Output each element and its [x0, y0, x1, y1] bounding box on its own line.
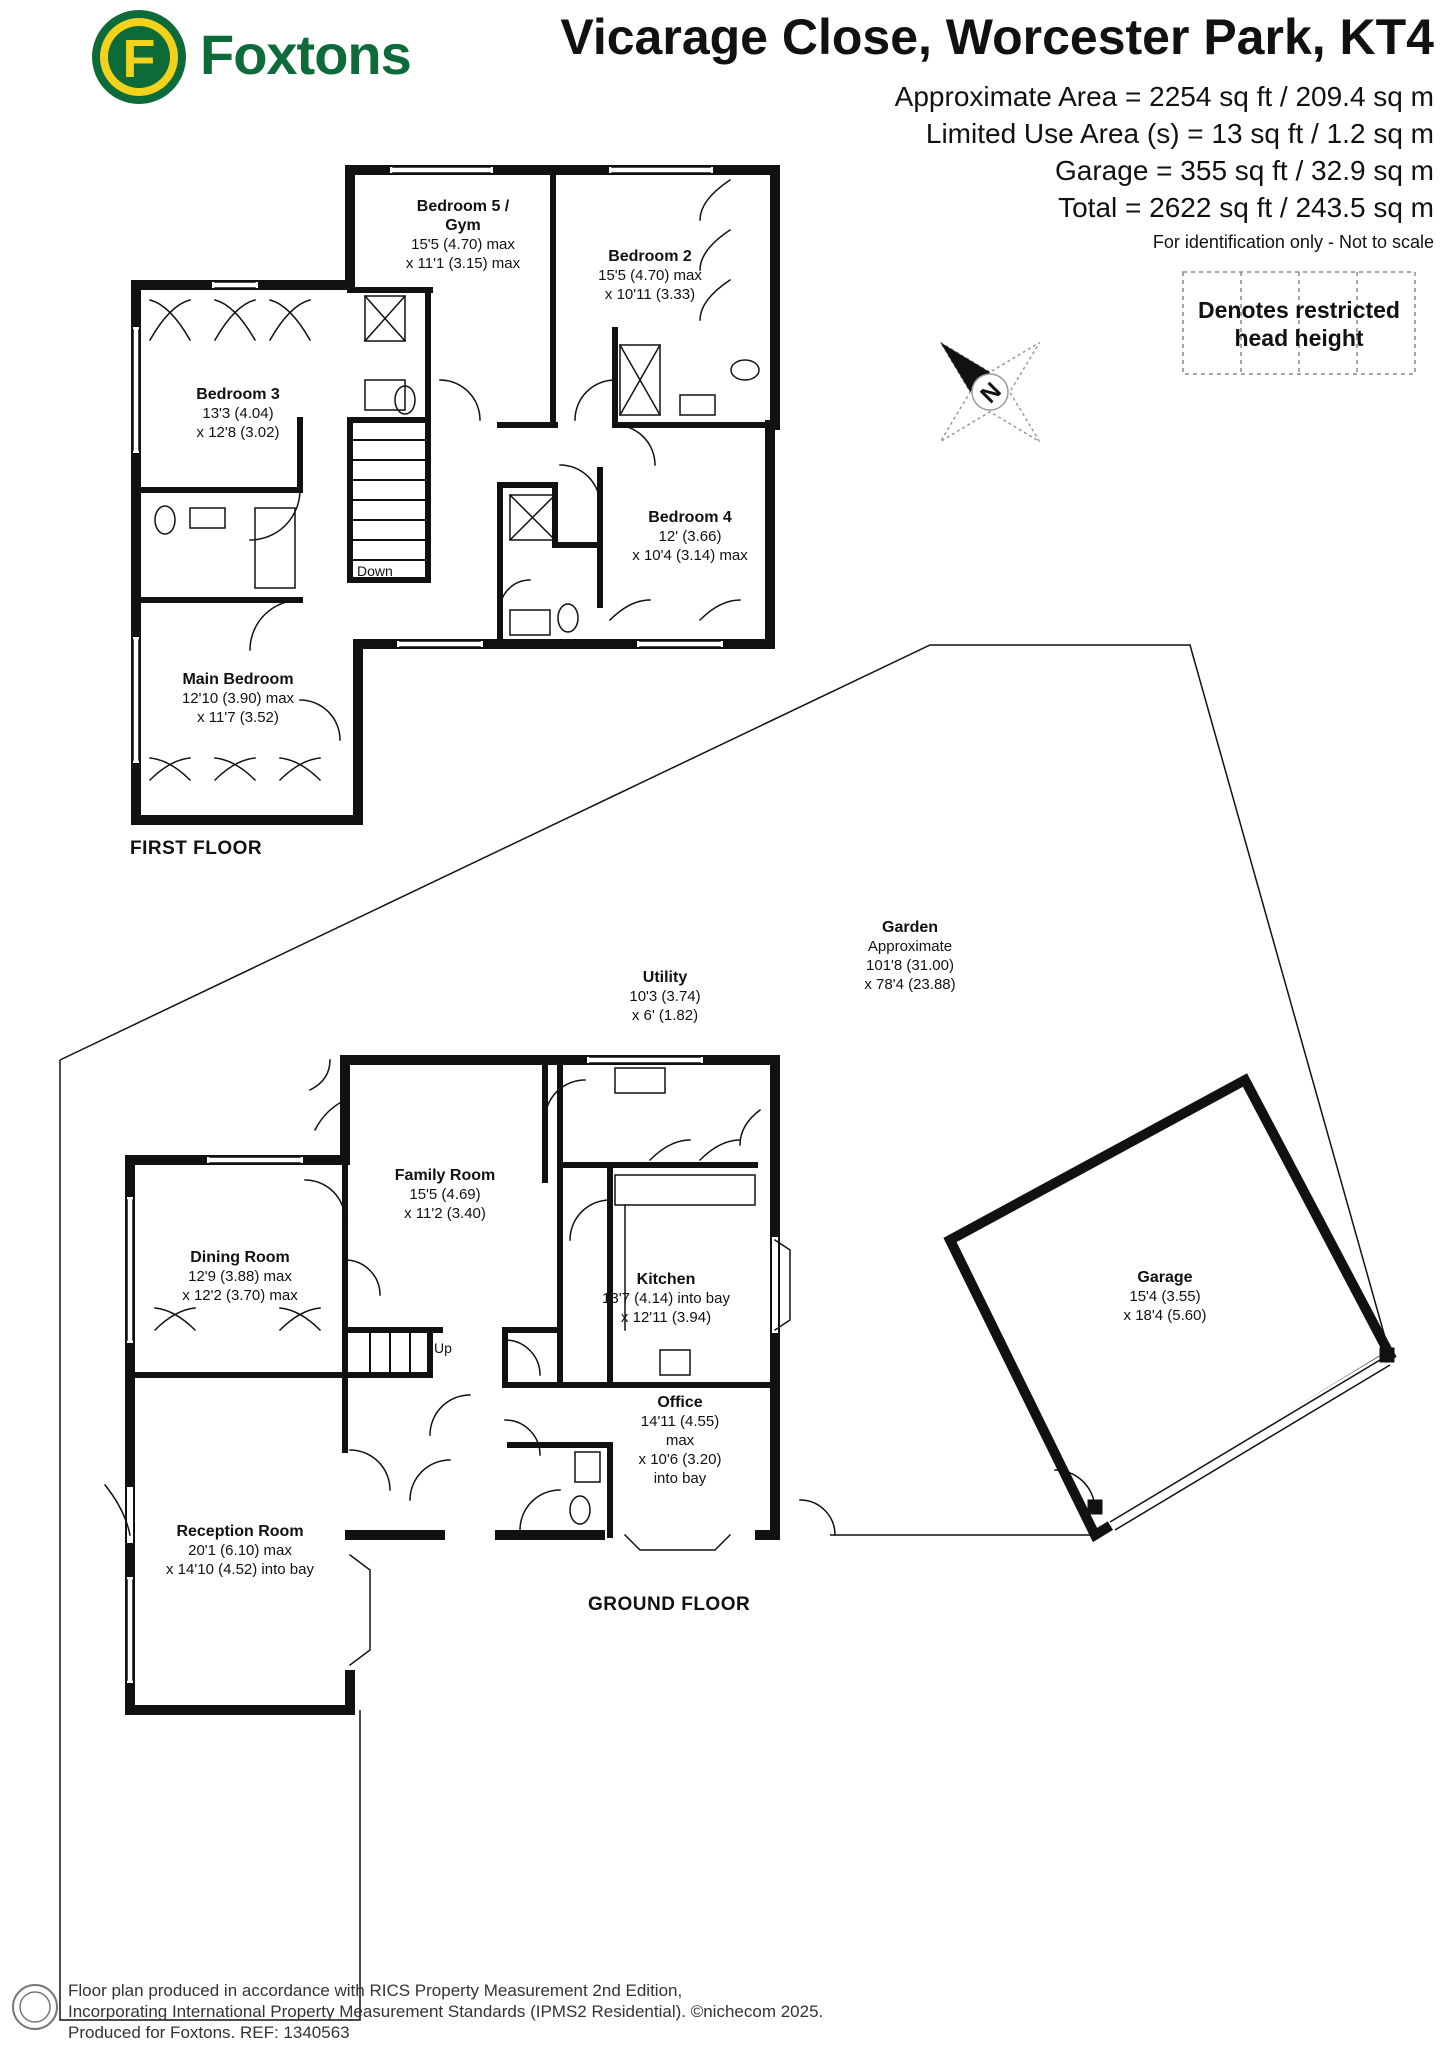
room-dim-1: 13'3 (4.04) [202, 405, 274, 422]
room-dim-1: 14'11 (4.55) [640, 1413, 720, 1430]
room-dim-2: x 18'4 (5.60) [1123, 1307, 1207, 1324]
footer-line-1: Floor plan produced in accordance with R… [68, 1981, 683, 2000]
footer-notes: Floor plan produced in accordance with R… [68, 1980, 823, 2043]
room-dim-1: 10'3 (3.74) [629, 988, 701, 1005]
room-dim-1: 12'9 (3.88) max [188, 1268, 292, 1285]
room-dim-4: into bay [653, 1470, 707, 1487]
room-garage: Garage 15'4 (3.55) x 18'4 (5.60) [1124, 1268, 1207, 1325]
room-dim-2: x 12'8 (3.02) [196, 424, 280, 441]
room-dim-1: 20'1 (6.10) max [188, 1542, 292, 1559]
room-name: Utility [642, 969, 688, 986]
room-dim-2: x 78'4 (23.88) [864, 976, 956, 993]
first-floor-label: FIRST FLOOR [130, 838, 263, 859]
room-dim-3: x 10'6 (3.20) [638, 1451, 722, 1468]
room-name: Main Bedroom [182, 671, 294, 688]
room-name: Reception Room [176, 1523, 304, 1540]
garage-walls [943, 1073, 1397, 1543]
room-bedroom-4: Bedroom 4 12' (3.66) x 10'4 (3.14) max [632, 508, 747, 565]
footer-line-3: Produced for Foxtons. REF: 1340563 [68, 2023, 350, 2042]
restricted-height-legend-box [1182, 271, 1416, 375]
room-name: Garage [1137, 1269, 1193, 1286]
room-name-2: Gym [445, 217, 481, 234]
room-name: Bedroom 5 / [416, 198, 510, 215]
room-dim-1: 101'8 (31.00) [866, 957, 954, 974]
footer-line-2: Incorporating International Property Mea… [68, 2002, 824, 2021]
room-dim-2: x 12'11 (3.94) [620, 1309, 712, 1326]
room-reception-room: Reception Room 20'1 (6.10) max x 14'10 (… [166, 1522, 314, 1579]
identification-note: For identification only - Not to scale [1152, 232, 1434, 252]
room-dim-1: 15'5 (4.69) [409, 1186, 481, 1203]
area-approximate: Approximate Area = 2254 sq ft / 209.4 sq… [894, 81, 1434, 112]
first-floor-walls [131, 165, 780, 825]
ground-floor-label: GROUND FLOOR [588, 1594, 751, 1615]
ground-floor-walls [103, 1055, 1096, 1715]
room-name: Dining Room [190, 1249, 290, 1266]
room-name: Office [657, 1394, 703, 1411]
room-dim-2: x 10'4 (3.14) max [632, 547, 748, 564]
room-bedroom-2: Bedroom 2 15'5 (4.70) max x 10'11 (3.33) [598, 247, 702, 304]
room-bedroom-3: Bedroom 3 13'3 (4.04) x 12'8 (3.02) [196, 385, 280, 442]
logo-letter: F [123, 29, 156, 89]
room-name: Bedroom 4 [648, 509, 732, 526]
room-office: Office 14'11 (4.55) max x 10'6 (3.20) in… [639, 1393, 722, 1488]
room-dim-2: x 6' (1.82) [631, 1007, 699, 1024]
room-kitchen: Kitchen 13'7 (4.14) into bay x 12'11 (3.… [602, 1270, 730, 1327]
room-main-bedroom: Main Bedroom 12'10 (3.90) max x 11'7 (3.… [182, 670, 294, 727]
stairs-up-label: Up [434, 1340, 452, 1356]
room-name: Garden [881, 919, 939, 936]
brand-name: Foxtons [200, 23, 412, 86]
property-title: Vicarage Close, Worcester Park, KT4 [560, 9, 1434, 65]
room-dim-1: 12'10 (3.90) max [181, 690, 295, 707]
room-garden: Garden Approximate 101'8 (31.00) x 78'4 … [864, 918, 955, 994]
restricted-height-legend: Denotes restricted head height [1183, 296, 1415, 352]
foxtons-logo-icon: F [92, 10, 186, 104]
room-dim-2: x 12'2 (3.70) max [182, 1287, 298, 1304]
room-dim-1: 13'7 (4.14) into bay [602, 1290, 730, 1307]
area-total: Total = 2622 sq ft / 243.5 sq m [1058, 192, 1434, 223]
room-dim-1: 12' (3.66) [658, 528, 722, 545]
room-dim-2: x 14'10 (4.52) into bay [166, 1561, 314, 1578]
room-name-2: Approximate [867, 938, 953, 955]
rics-badge-icon [12, 1984, 58, 2030]
north-compass-icon: N [939, 341, 1041, 443]
room-dim-2: x 11'1 (3.15) max [405, 255, 521, 272]
legend-line-2: head height [1234, 325, 1364, 351]
room-name: Bedroom 3 [196, 386, 280, 403]
room-name: Bedroom 2 [608, 248, 692, 265]
room-family-room: Family Room 15'5 (4.69) x 11'2 (3.40) [395, 1166, 495, 1223]
room-dim-1: 15'4 (3.55) [1129, 1288, 1201, 1305]
room-name: Family Room [394, 1167, 496, 1184]
room-dim-1: 15'5 (4.70) max [598, 267, 702, 284]
area-garage: Garage = 355 sq ft / 32.9 sq m [1055, 155, 1434, 186]
room-dim-1: 15'5 (4.70) max [411, 236, 515, 253]
room-dim-2: max [665, 1432, 695, 1449]
area-limited-use: Limited Use Area (s) = 13 sq ft / 1.2 sq… [925, 118, 1434, 149]
room-bedroom-5-gym: Bedroom 5 / Gym 15'5 (4.70) max x 11'1 (… [406, 197, 520, 273]
room-name: Kitchen [636, 1271, 696, 1288]
legend-line-1: Denotes restricted [1198, 297, 1400, 323]
room-dim-2: x 11'2 (3.40) [404, 1205, 486, 1222]
area-summary: Approximate Area = 2254 sq ft / 209.4 sq… [895, 78, 1434, 226]
room-dim-2: x 10'11 (3.33) [604, 286, 696, 303]
room-utility: Utility 10'3 (3.74) x 6' (1.82) [629, 968, 700, 1025]
stairs-down-label: Down [357, 563, 393, 579]
room-dining-room: Dining Room 12'9 (3.88) max x 12'2 (3.70… [182, 1248, 297, 1305]
room-dim-2: x 11'7 (3.52) [197, 709, 279, 726]
